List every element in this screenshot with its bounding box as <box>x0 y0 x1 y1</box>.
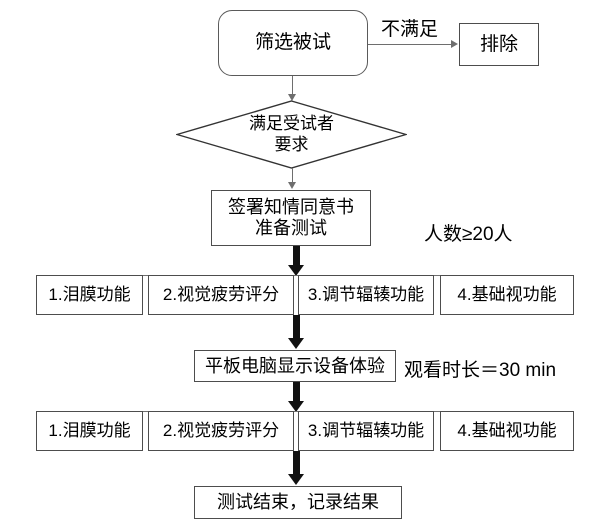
node-decision-text: 满足受试者 要求 <box>176 100 407 169</box>
node-measure-row1-item4[interactable]: 4.基础视功能 <box>440 275 574 315</box>
node-measure-row1-item2[interactable]: 2.视觉疲劳评分 <box>148 275 294 315</box>
node-tablet-experience[interactable]: 平板电脑显示设备体验 <box>194 350 396 382</box>
node-measure-row1-item2-label: 2.视觉疲劳评分 <box>162 285 280 305</box>
node-measure-row1-item1[interactable]: 1.泪膜功能 <box>36 275 143 315</box>
edge-screen-to-exclude-arrowhead <box>451 40 458 48</box>
edge-measures1-to-tablet-arrowhead <box>288 338 304 349</box>
node-screen-subjects[interactable]: 筛选被试 <box>218 10 368 76</box>
node-measure-row2-item4[interactable]: 4.基础视功能 <box>440 411 574 451</box>
edge-tablet-to-measures2-arrowhead <box>288 401 304 412</box>
node-screen-subjects-label: 筛选被试 <box>254 32 331 54</box>
edge-label-not-satisfied: 不满足 <box>381 19 439 40</box>
node-tablet-experience-label: 平板电脑显示设备体验 <box>205 355 385 376</box>
decision-diamond-shape <box>176 100 407 169</box>
edge-consent-to-measures1-arrowhead <box>288 265 304 276</box>
annotation-sample-size: 人数≥20人 <box>424 224 513 245</box>
node-measure-row1-item3-label: 3.调节辐辏功能 <box>307 285 425 305</box>
node-measure-row1-item3[interactable]: 3.调节辐辏功能 <box>298 275 434 315</box>
node-measure-row2-item2-label: 2.视觉疲劳评分 <box>162 421 280 441</box>
node-measure-row2-item1[interactable]: 1.泪膜功能 <box>36 411 143 451</box>
node-consent[interactable]: 签署知情同意书 准备测试 <box>211 190 371 246</box>
node-measure-row2-item3-label: 3.调节辐辏功能 <box>307 421 425 441</box>
node-measure-row1-item1-label: 1.泪膜功能 <box>48 285 131 305</box>
node-exclude-label: 排除 <box>479 33 518 55</box>
node-final-result[interactable]: 测试结束，记录结果 <box>194 486 402 519</box>
node-consent-label-line2: 准备测试 <box>255 218 327 238</box>
node-measure-row2-item4-label: 4.基础视功能 <box>457 421 557 441</box>
edge-tablet-to-measures2-shaft <box>293 382 300 404</box>
edge-decision-to-consent-arrowhead <box>288 182 296 189</box>
node-exclude[interactable]: 排除 <box>459 23 539 66</box>
node-measure-row2-item2[interactable]: 2.视觉疲劳评分 <box>148 411 294 451</box>
edge-consent-to-measures1-shaft <box>293 246 300 268</box>
node-measure-row2-item3[interactable]: 3.调节辐辏功能 <box>298 411 434 451</box>
node-measure-row1-item4-label: 4.基础视功能 <box>457 285 557 305</box>
edge-measures2-to-final-arrowhead <box>288 474 304 485</box>
edge-measures1-to-tablet-shaft <box>293 315 300 340</box>
edge-measures2-to-final-shaft <box>293 451 300 476</box>
node-consent-label-line1: 签署知情同意书 <box>228 197 354 218</box>
edge-decision-to-consent-line <box>292 168 293 184</box>
edge-screen-to-decision-line <box>292 76 293 96</box>
edge-screen-to-decision-arrowhead <box>288 94 296 101</box>
node-decision-label-line1: 满足受试者 <box>249 114 334 134</box>
edge-screen-to-exclude-line <box>368 44 452 45</box>
node-final-result-label: 测试结束，记录结果 <box>217 492 379 513</box>
node-measure-row2-item1-label: 1.泪膜功能 <box>48 421 131 441</box>
annotation-viewing-duration: 观看时长＝30 min <box>404 360 557 381</box>
node-decision-label-line2: 要求 <box>274 134 309 154</box>
node-decision-subject-criteria[interactable]: 满足受试者 要求 <box>176 100 407 169</box>
